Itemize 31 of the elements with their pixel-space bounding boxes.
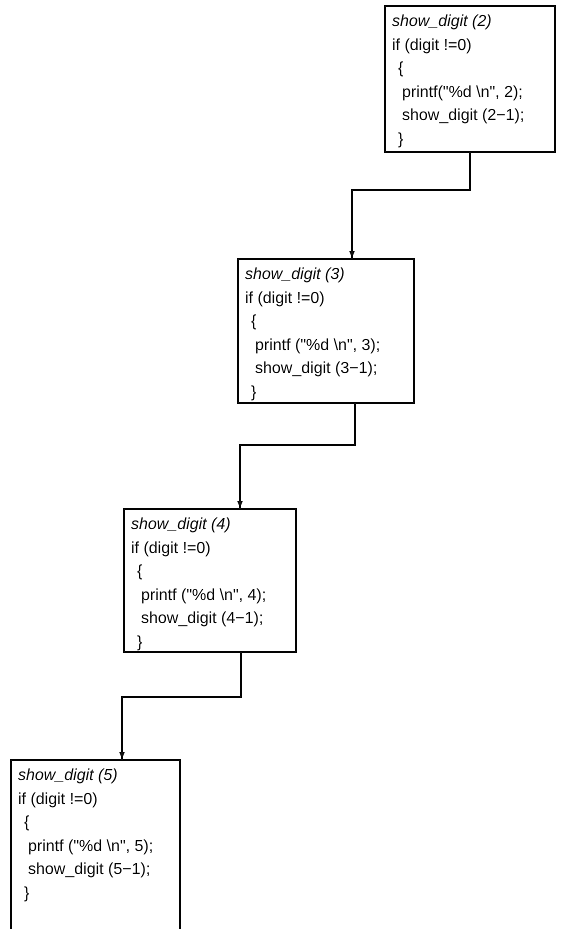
code-line: printf("%d \n", 2); [401, 82, 523, 102]
function-call-box [237, 258, 415, 404]
function-heading: show_digit (4) [131, 515, 231, 535]
code-line: if (digit !=0) [392, 36, 472, 56]
arrow [349, 153, 471, 258]
code-line: { [136, 562, 142, 582]
arrow [237, 404, 356, 508]
function-heading: show_digit (2) [392, 12, 492, 32]
code-line: show_digit (3−1); [254, 359, 378, 379]
code-line: show_digit (4−1); [140, 609, 264, 629]
code-line: printf ("%d \n", 4); [140, 586, 266, 606]
function-call-box [10, 759, 181, 929]
code-line: show_digit (2−1); [401, 106, 524, 126]
function-heading: show_digit (5) [18, 766, 118, 786]
code-line: printf ("%d \n", 3); [254, 336, 380, 356]
code-line: } [397, 130, 404, 150]
code-line: { [397, 59, 404, 79]
code-line: { [250, 312, 256, 332]
function-call-box [384, 5, 556, 153]
code-line: printf ("%d \n", 5); [27, 836, 154, 856]
code-line: if (digit !=0) [131, 538, 211, 558]
code-line: if (digit !=0) [245, 288, 325, 308]
function-call-box [123, 508, 297, 653]
code-line: if (digit !=0) [18, 790, 98, 810]
function-heading: show_digit (3) [245, 265, 345, 285]
code-line: } [250, 382, 256, 402]
code-line: } [136, 632, 142, 652]
code-line: } [23, 884, 30, 904]
code-line: { [23, 813, 30, 833]
arrow [119, 653, 242, 759]
code-line: show_digit (5−1); [27, 860, 150, 880]
